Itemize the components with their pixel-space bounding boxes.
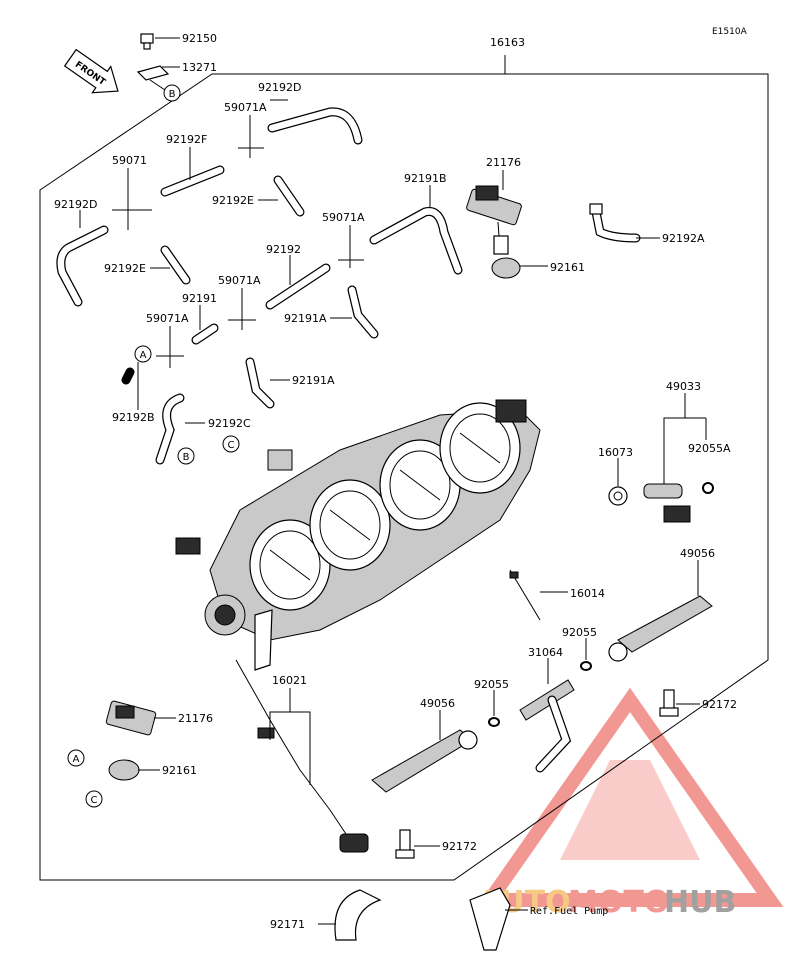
- label-16163: 16163: [490, 36, 525, 49]
- bolt-92172-right: [659, 689, 679, 717]
- label-92191A-a: 92191A: [284, 312, 327, 325]
- label-49056-mid: 49056: [420, 697, 455, 710]
- label-92192D-left: 92192D: [54, 198, 97, 211]
- label-92192F: 92192F: [166, 133, 207, 146]
- label-92161-bot: 92161: [162, 764, 197, 777]
- label-49056-right: 49056: [680, 547, 715, 560]
- label-31064: 31064: [528, 646, 563, 659]
- label-59071A-left: 59071A: [146, 312, 189, 325]
- clamp-92171: [334, 889, 382, 941]
- label-92192A: 92192A: [662, 232, 705, 245]
- fuel-rail-49056-mid: [371, 729, 478, 793]
- sensor-92161-bot: [108, 759, 140, 781]
- front-arrow: FRONT: [63, 48, 119, 94]
- label-92192B: 92192B: [112, 411, 155, 424]
- label-92172-right: 92172: [702, 698, 737, 711]
- label-92150: 92150: [182, 32, 217, 45]
- throttle-bore-4: [439, 402, 521, 494]
- cable-16021: [235, 659, 369, 853]
- assembly-frame: [39, 73, 769, 881]
- label-92172-bot: 92172: [442, 840, 477, 853]
- label-92055-right: 92055: [562, 626, 597, 639]
- throttle-body: [175, 399, 541, 671]
- diagram-code: E1510A: [712, 27, 748, 37]
- t-fittings: [112, 140, 364, 368]
- oring-92055-mid: [488, 717, 500, 727]
- fuel-rail-49056-right: [608, 595, 713, 662]
- pipe-31064: [519, 679, 575, 773]
- part-labels: 16163 92150 13271 92192D 59071A 92192F 5…: [54, 32, 737, 931]
- injector-49033: [643, 483, 691, 523]
- label-92192D-top: 92192D: [258, 81, 301, 94]
- label-49033: 49033: [666, 380, 701, 393]
- callout-c-mid: C: [222, 435, 240, 453]
- bolt-92172-bot: [395, 829, 415, 859]
- callout-b-mid: B: [177, 447, 195, 465]
- watermark-hub: HUB: [664, 885, 736, 920]
- vacuum-hoses: [56, 107, 641, 465]
- sensor-21176-bot: [105, 700, 157, 736]
- label-92055A: 92055A: [688, 442, 731, 455]
- oring-92055-right: [580, 661, 592, 671]
- label-21176-top: 21176: [486, 156, 521, 169]
- label-92192C: 92192C: [208, 417, 251, 430]
- label-59071A-low: 59071A: [218, 274, 261, 287]
- label-92191B: 92191B: [404, 172, 447, 185]
- label-92171: 92171: [270, 918, 305, 931]
- label-59071: 59071: [112, 154, 147, 167]
- svg-text:A: A: [140, 350, 147, 361]
- svg-text:B: B: [183, 452, 190, 463]
- label-92055-mid: 92055: [474, 678, 509, 691]
- label-92192: 92192: [266, 243, 301, 256]
- label-92161-top: 92161: [550, 261, 585, 274]
- watermark-logo: AUTO MOTO HUB: [476, 687, 784, 920]
- label-16021: 16021: [272, 674, 307, 687]
- label-16014: 16014: [570, 587, 605, 600]
- leader-lines: [79, 99, 707, 925]
- sensor-92161-top: [491, 257, 548, 279]
- oring-92055A: [702, 482, 714, 494]
- screw-16014: [509, 569, 541, 621]
- seal-16073: [608, 486, 628, 506]
- label-92192E-b: 92192E: [104, 262, 146, 275]
- label-59071A-top: 59071A: [224, 101, 267, 114]
- callout-a-bot: A: [67, 749, 85, 767]
- label-16073: 16073: [598, 446, 633, 459]
- watermark-moto: MOTO: [568, 885, 669, 920]
- label-21176-bot: 21176: [178, 712, 213, 725]
- svg-text:C: C: [228, 440, 235, 451]
- svg-text:C: C: [91, 795, 98, 806]
- sensor-21176-top: [466, 185, 522, 255]
- throttle-bore-1: [249, 519, 331, 611]
- fitting-92192A: [589, 203, 603, 215]
- bracket-13271: [136, 65, 180, 91]
- label-59071A-mid: 59071A: [322, 211, 365, 224]
- label-ref-fuel-pump: Ref.Fuel Pump: [530, 906, 608, 917]
- svg-text:A: A: [73, 754, 80, 765]
- label-92191A-b: 92191A: [292, 374, 335, 387]
- svg-text:B: B: [169, 89, 176, 100]
- callout-c-bot: C: [85, 790, 103, 808]
- label-92191: 92191: [182, 292, 217, 305]
- callout-a-top: A: [134, 345, 152, 363]
- fuel-pump-connector: [469, 887, 528, 951]
- label-13271: 13271: [182, 61, 217, 74]
- throttle-bore-2: [309, 479, 391, 571]
- label-92192E-a: 92192E: [212, 194, 254, 207]
- bolt-92150: [140, 33, 180, 50]
- callout-b-top: B: [163, 84, 181, 102]
